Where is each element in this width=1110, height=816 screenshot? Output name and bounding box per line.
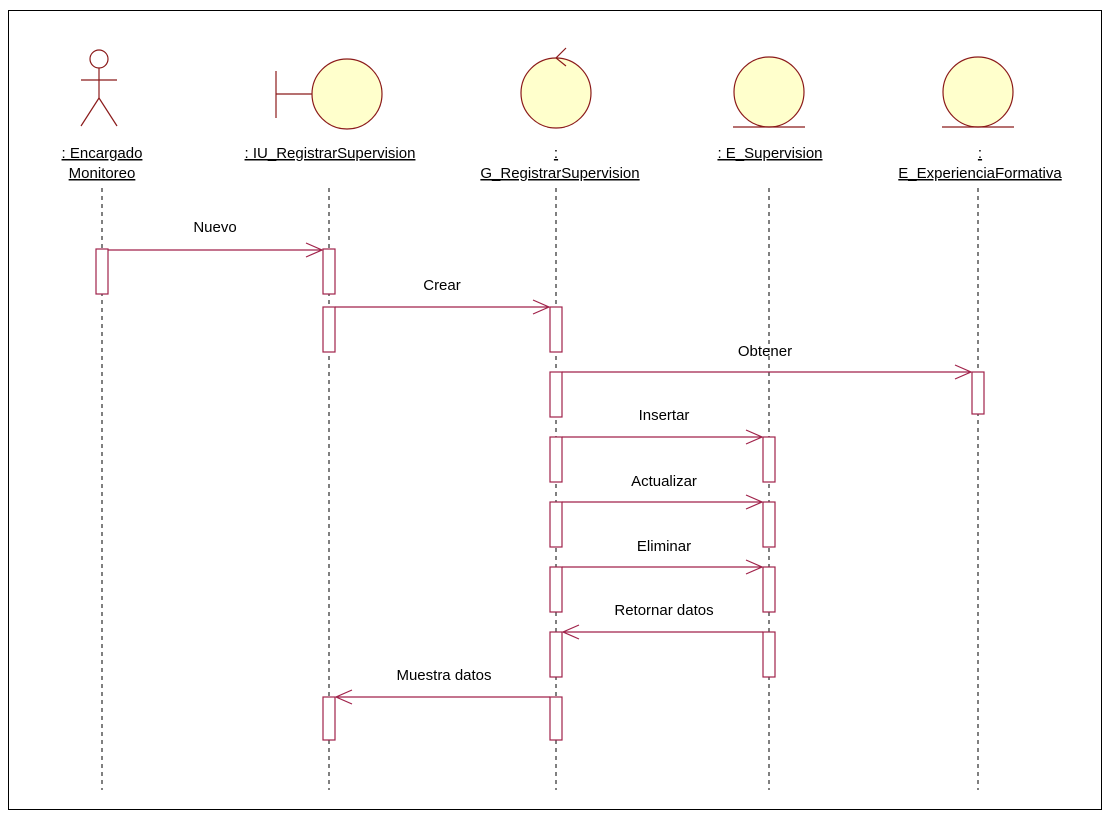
message-label: Eliminar (637, 538, 691, 555)
participant-label-line: : IU_RegistrarSupervision (245, 145, 416, 162)
message-eliminar[interactable]: Eliminar (562, 538, 764, 575)
entity-icon (942, 56, 1014, 128)
activation-bars (95, 248, 985, 741)
entity-icon (733, 56, 805, 128)
message-muestra-datos[interactable]: Muestra datos (334, 667, 550, 705)
message-obtener[interactable]: Obtener (562, 343, 973, 380)
activation-bar (549, 566, 563, 613)
arrowhead (532, 299, 551, 315)
arrowhead (305, 242, 324, 258)
message-label: Retornar datos (614, 602, 713, 619)
message-label: Actualizar (631, 473, 697, 490)
activation-bar (549, 696, 563, 741)
activation-bar (762, 566, 776, 613)
arrowhead (745, 494, 764, 510)
actor-stick-figure-icon (80, 49, 118, 127)
activation-bar (549, 371, 563, 418)
participant-label-line: : (554, 145, 558, 162)
activation-bar (971, 371, 985, 415)
participant-label-line: Monitoreo (69, 165, 136, 182)
activation-bar (549, 436, 563, 483)
arrowhead (561, 624, 580, 640)
message-label: Insertar (639, 407, 690, 424)
iu-participant[interactable]: : IU_RegistrarSupervision (245, 58, 416, 162)
activation-bar (322, 696, 336, 741)
encargado-participant[interactable]: : Encargado Monitoreo (62, 49, 143, 182)
message-insertar[interactable]: Insertar (562, 407, 764, 445)
control-icon (520, 47, 592, 129)
participant-label-line: G_RegistrarSupervision (480, 165, 639, 182)
message-label: Crear (423, 277, 461, 294)
participant-label-line: : Encargado (62, 145, 143, 162)
activation-bar (549, 306, 563, 353)
e-experiencia-participant[interactable]: : E_ExperienciaFormativa (898, 56, 1062, 182)
message-actualizar[interactable]: Actualizar (562, 473, 764, 510)
activation-bar (95, 248, 109, 295)
message-label: Obtener (738, 343, 792, 360)
message-label: Muestra datos (396, 667, 491, 684)
activation-bar (322, 248, 336, 295)
message-label: Nuevo (193, 219, 236, 236)
arrowhead (334, 689, 353, 705)
message-nuevo[interactable]: Nuevo (108, 219, 324, 258)
activation-bar (762, 631, 776, 678)
e-supervision-participant[interactable]: : E_Supervision (717, 56, 823, 162)
participant-label-line: : E_Supervision (717, 145, 822, 162)
message-retornar-datos[interactable]: Retornar datos (561, 602, 763, 640)
participant-label-line: : (978, 145, 982, 162)
participant-label-line: E_ExperienciaFormativa (898, 165, 1062, 182)
arrowhead (745, 429, 764, 445)
boundary-icon (275, 58, 383, 130)
message-crear[interactable]: Crear (335, 277, 551, 315)
activation-bar (549, 631, 563, 678)
activation-bar (322, 306, 336, 353)
arrowhead (745, 559, 764, 575)
arrowhead (954, 364, 973, 380)
activation-bar (762, 436, 776, 483)
activation-bar (549, 501, 563, 548)
g-participant[interactable]: : G_RegistrarSupervision (480, 47, 640, 182)
activation-bar (762, 501, 776, 548)
